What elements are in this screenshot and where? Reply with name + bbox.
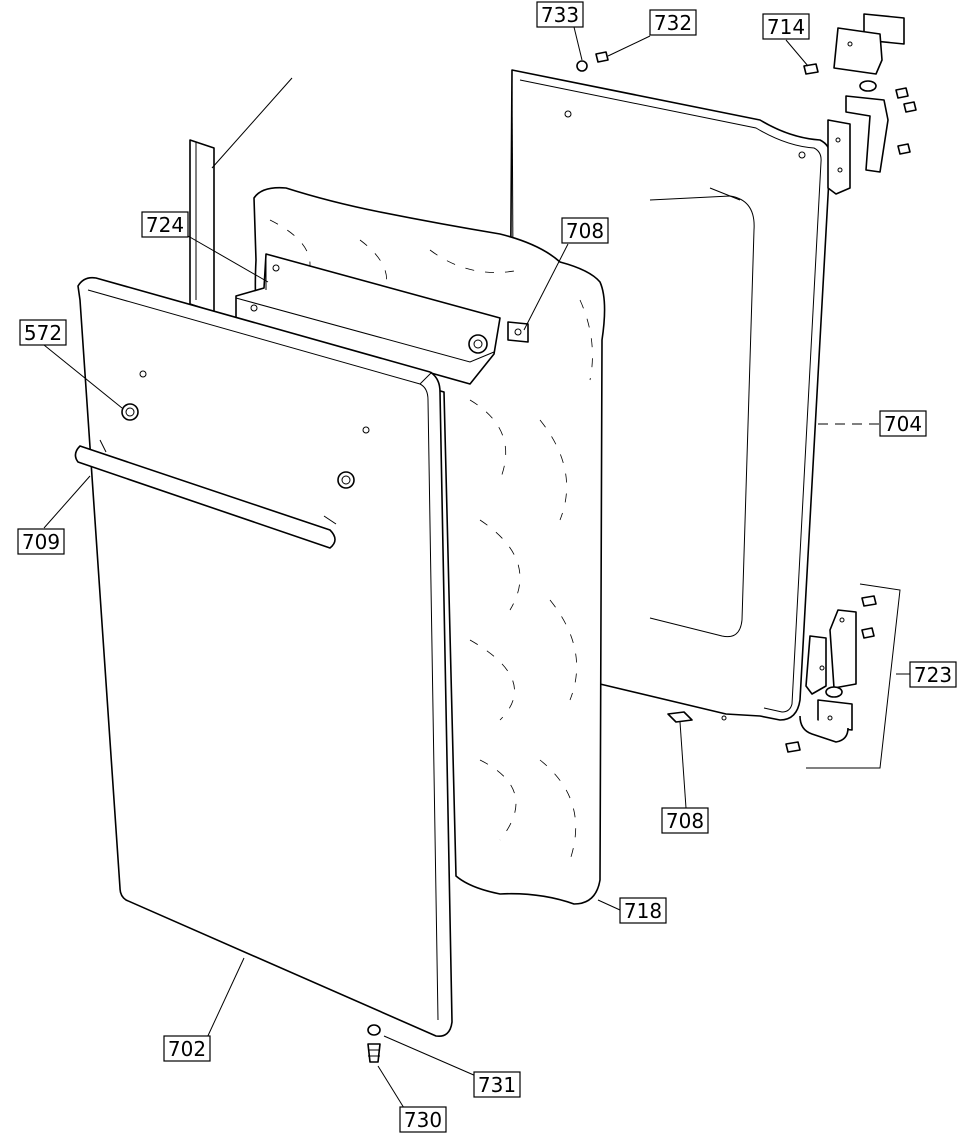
callout-label: 723 [914, 663, 952, 687]
callout-708-top: 708 [561, 217, 609, 244]
handle-bracket-plate [235, 253, 501, 385]
callout-label: 572 [24, 321, 62, 345]
callout-730: 730 [399, 1106, 447, 1133]
callout-572: 572 [19, 319, 67, 346]
outer-door-panel [77, 276, 453, 1038]
clip-bottom [667, 711, 693, 723]
callout-label: 724 [146, 213, 184, 237]
callout-709: 709 [17, 528, 65, 555]
bottom-hinge-assembly [785, 583, 901, 769]
callout-704: 704 [879, 410, 927, 437]
callout-718: 718 [619, 897, 667, 924]
callout-723: 723 [909, 661, 957, 688]
callout-label: 708 [566, 219, 604, 243]
callout-label: 733 [541, 3, 579, 27]
callout-708-bottom: 708 [661, 807, 709, 834]
clip-top [507, 321, 529, 343]
leader-lines [43, 26, 910, 1109]
nut-731 [367, 1024, 381, 1036]
screw-732 [595, 51, 609, 63]
callout-724: 724 [141, 211, 189, 238]
callout-label: 714 [767, 15, 805, 39]
callout-label: 708 [666, 809, 704, 833]
callout-label: 702 [168, 1037, 206, 1061]
callout-733: 733 [536, 1, 584, 28]
callout-label: 732 [654, 11, 692, 35]
nut-733 [576, 60, 588, 72]
callout-731: 731 [473, 1071, 521, 1098]
top-hinge-assembly [803, 13, 917, 195]
callout-714: 714 [762, 13, 810, 40]
callout-label: 709 [22, 530, 60, 554]
callout-label: 731 [478, 1073, 516, 1097]
callout-label: 704 [884, 412, 922, 436]
callout-label: 730 [404, 1108, 442, 1132]
handle-rod [74, 439, 337, 549]
screw-730 [367, 1043, 381, 1063]
vertical-strip [189, 139, 215, 313]
callout-702: 702 [163, 1035, 211, 1062]
callout-732: 732 [649, 9, 697, 36]
callout-label: 718 [624, 899, 662, 923]
